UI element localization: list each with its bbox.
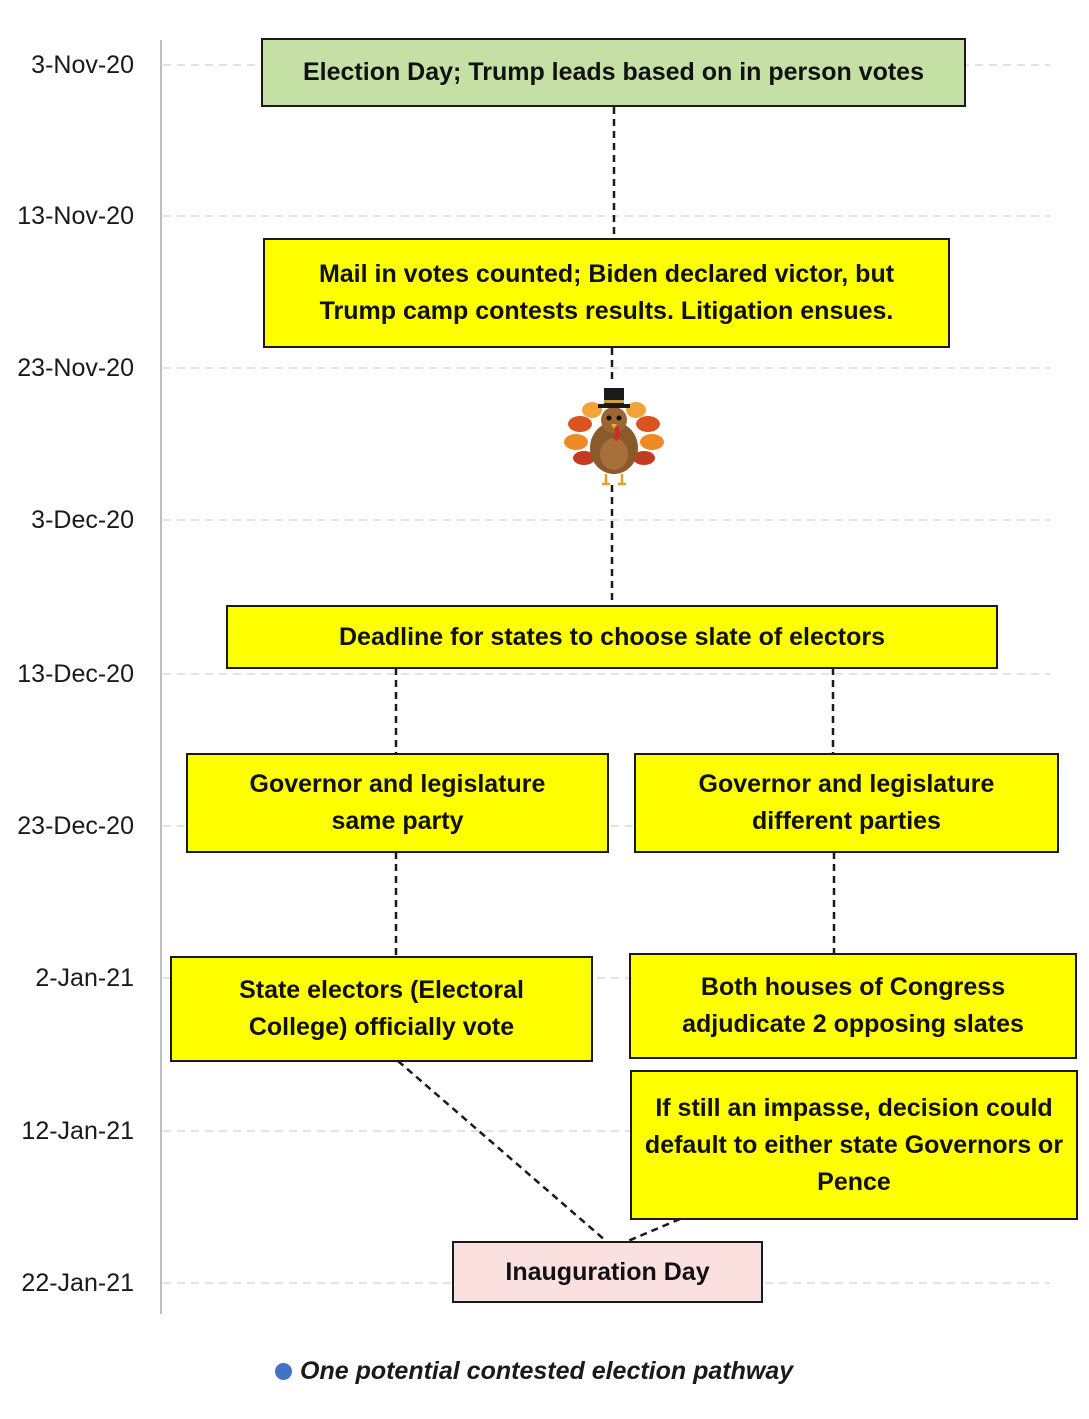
legend: One potential contested election pathway — [275, 1356, 793, 1386]
connectors — [394, 107, 836, 1243]
tick-label: 22-Jan-21 — [21, 1269, 134, 1297]
tick-label: 2-Jan-21 — [35, 964, 134, 992]
tick-label: 3-Nov-20 — [31, 51, 134, 79]
same-party-box: Governor and legislature same party — [186, 753, 609, 853]
different-parties-box: Governor and legislature different parti… — [634, 753, 1059, 853]
tick-label: 13-Dec-20 — [17, 660, 134, 688]
mail-in-votes-box: Mail in votes counted; Biden declared vi… — [263, 238, 950, 348]
tick-label: 3-Dec-20 — [31, 506, 134, 534]
electors-vote-box: State electors (Electoral College) offic… — [170, 956, 593, 1062]
tick-label: 12-Jan-21 — [21, 1117, 134, 1145]
legend-label: One potential contested election pathway — [300, 1356, 794, 1385]
turkey-icon — [564, 388, 664, 486]
congress-adjudicate-box: Both houses of Congress adjudicate 2 opp… — [629, 953, 1077, 1059]
tick-label: 13-Nov-20 — [17, 202, 134, 230]
tick-label: 23-Dec-20 — [17, 812, 134, 840]
inauguration-day-box: Inauguration Day — [452, 1241, 763, 1303]
tick-label: 23-Nov-20 — [17, 354, 134, 382]
impasse-box: If still an impasse, decision could defa… — [630, 1070, 1078, 1220]
connector-electors-to-inauguration — [397, 1060, 607, 1242]
connector-impasse-to-inauguration — [627, 1217, 681, 1243]
election-day-box: Election Day; Trump leads based on in pe… — [261, 38, 966, 107]
legend-marker — [275, 1362, 292, 1380]
deadline-box: Deadline for states to choose slate of e… — [226, 605, 998, 669]
